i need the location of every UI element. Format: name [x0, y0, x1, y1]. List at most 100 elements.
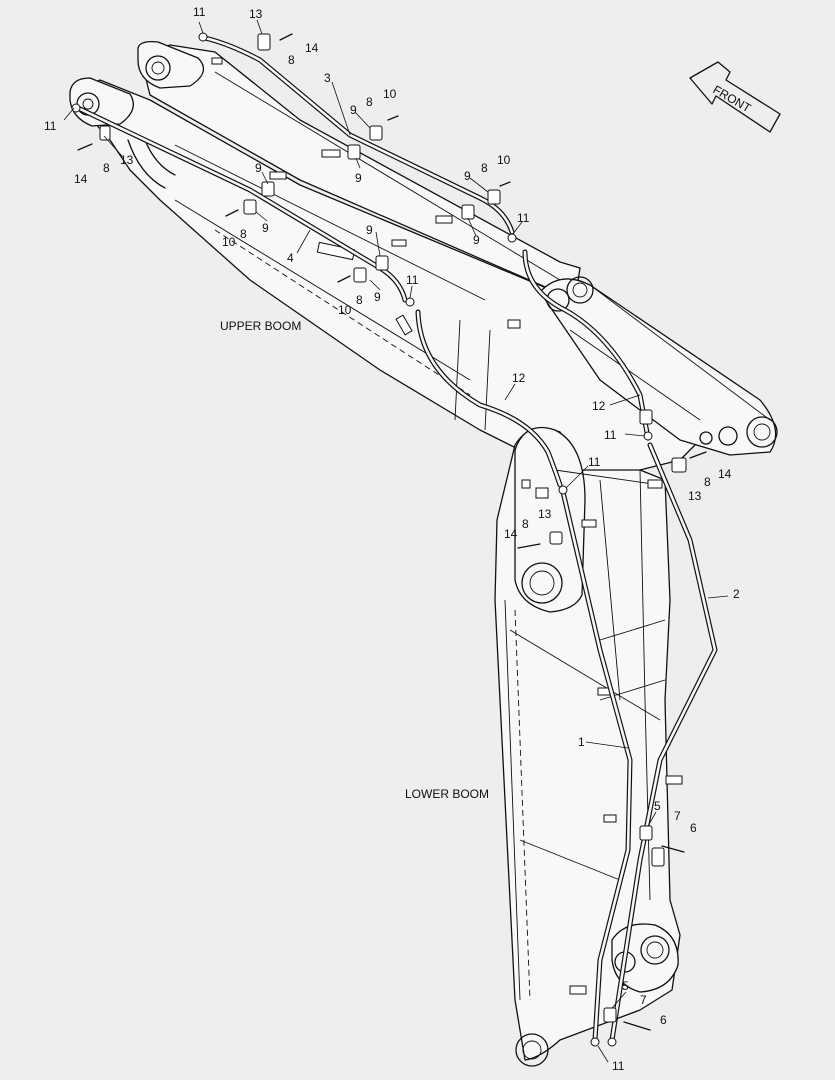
callout-12: 12	[592, 399, 606, 413]
bolt-6-upper	[661, 845, 685, 853]
foot-eye-a	[640, 935, 670, 965]
upper-boom-front-boss	[539, 278, 777, 456]
clamp-13-left	[99, 125, 111, 141]
callout-12: 12	[512, 371, 526, 385]
lower-boom-edge-c	[599, 479, 621, 701]
callout-8: 8	[366, 95, 373, 109]
callout-2: 2	[733, 587, 740, 601]
clamp-9-top	[369, 125, 383, 141]
front-arrow: FRONT	[689, 61, 781, 133]
knuckle-boss	[535, 487, 549, 499]
upper-boom-top-eye-plate	[137, 40, 205, 89]
upper-boom-hidden-edge	[214, 229, 471, 396]
upper-boom-top-face	[139, 44, 581, 301]
callout-4: 4	[287, 251, 294, 265]
foot-eye-c	[515, 1033, 549, 1067]
front-eye-top	[566, 276, 594, 304]
callout-14: 14	[305, 41, 319, 55]
bolt-14-top	[279, 33, 293, 41]
bolt-10-right	[337, 275, 351, 283]
clamp-12-right	[639, 409, 653, 425]
fitting-11-right	[643, 431, 653, 441]
callout-9: 9	[262, 221, 269, 235]
callout-10: 10	[383, 87, 397, 101]
foot-eye-c-pin	[522, 1040, 542, 1060]
callout-11: 11	[517, 211, 530, 225]
lower-boom-label: LOWER BOOM	[405, 787, 489, 801]
top-boss-2	[321, 149, 341, 158]
upper-boom-web-curve-2	[144, 139, 176, 176]
callout-9: 9	[464, 169, 471, 183]
fitting-11-bottom-b	[607, 1037, 617, 1047]
bolt-14-knuckle	[517, 543, 541, 549]
clamp-9-left-b	[243, 199, 257, 215]
lower-boom-hidden-edge	[514, 609, 531, 1001]
callout-10: 10	[338, 303, 352, 317]
upper-boom-lower-eye-pin	[82, 98, 94, 110]
lower-boom-cross-1	[509, 629, 661, 721]
front-eye-bottom-pin	[753, 423, 771, 441]
clamp-13-top	[257, 33, 271, 51]
front-label: FRONT	[711, 82, 754, 115]
front-eye-top-pin	[572, 282, 588, 298]
lower-boom-cross-4	[519, 839, 621, 881]
callout-10: 10	[222, 235, 236, 249]
upper-boom-edge-a	[214, 71, 561, 281]
upper-boom-edge-c	[174, 199, 471, 381]
callout-9: 9	[374, 290, 381, 304]
lb-boss-5	[581, 519, 597, 528]
clamp-5-upper	[639, 825, 653, 841]
bolt-10-top	[387, 115, 399, 121]
pipe-lines	[75, 35, 718, 1043]
callout-8: 8	[288, 53, 295, 67]
callout-3: 3	[324, 71, 331, 85]
callout-10: 10	[497, 153, 511, 167]
callout-13: 13	[538, 507, 552, 521]
callout-11: 11	[612, 1059, 625, 1073]
top-boss-4	[391, 239, 407, 247]
upper-boom	[69, 40, 778, 476]
bolt-10-mid	[499, 181, 511, 187]
clamp-9-top-b	[347, 144, 361, 160]
fitting-11-left	[71, 103, 81, 113]
knuckle-boss-2	[521, 479, 531, 489]
front-eye-bottom	[746, 416, 778, 448]
knuckle-eye	[521, 562, 563, 604]
callout-6: 6	[660, 1013, 667, 1027]
callout-9: 9	[473, 233, 480, 247]
upper-boom-label: UPPER BOOM	[220, 319, 301, 333]
callout-1: 1	[578, 735, 585, 749]
clamp-5-upper-b	[651, 847, 665, 867]
fitting-11-bottom	[590, 1037, 600, 1047]
callout-8: 8	[481, 161, 488, 175]
callout-11: 11	[604, 428, 617, 442]
callout-11: 11	[44, 119, 57, 133]
clip-loose	[395, 314, 413, 336]
front-boss-edge	[589, 284, 771, 421]
callout-8: 8	[103, 161, 110, 175]
clamp-9-mid	[487, 189, 501, 205]
top-boss-3	[269, 171, 287, 180]
callout-8: 8	[704, 475, 711, 489]
upper-boom-web-curve	[127, 139, 166, 189]
callout-9: 9	[355, 171, 362, 185]
bolt-14-left	[77, 143, 93, 151]
callout-13: 13	[249, 7, 263, 21]
bolt-10-left	[225, 209, 239, 217]
callout-13: 13	[688, 489, 702, 503]
callout-11: 11	[193, 5, 206, 19]
top-boss-6	[507, 319, 521, 329]
callout-9: 9	[350, 103, 357, 117]
callout-14: 14	[718, 467, 732, 481]
callout-13: 13	[120, 153, 134, 167]
callout-14: 14	[74, 172, 88, 186]
clamp-5-lower	[603, 1007, 617, 1023]
callout-8: 8	[356, 293, 363, 307]
callout-7: 7	[640, 993, 647, 1007]
callout-9: 9	[255, 161, 262, 175]
clamp-9-right-b	[353, 267, 367, 283]
callout-5: 5	[622, 979, 629, 993]
top-boss-1	[211, 57, 223, 65]
